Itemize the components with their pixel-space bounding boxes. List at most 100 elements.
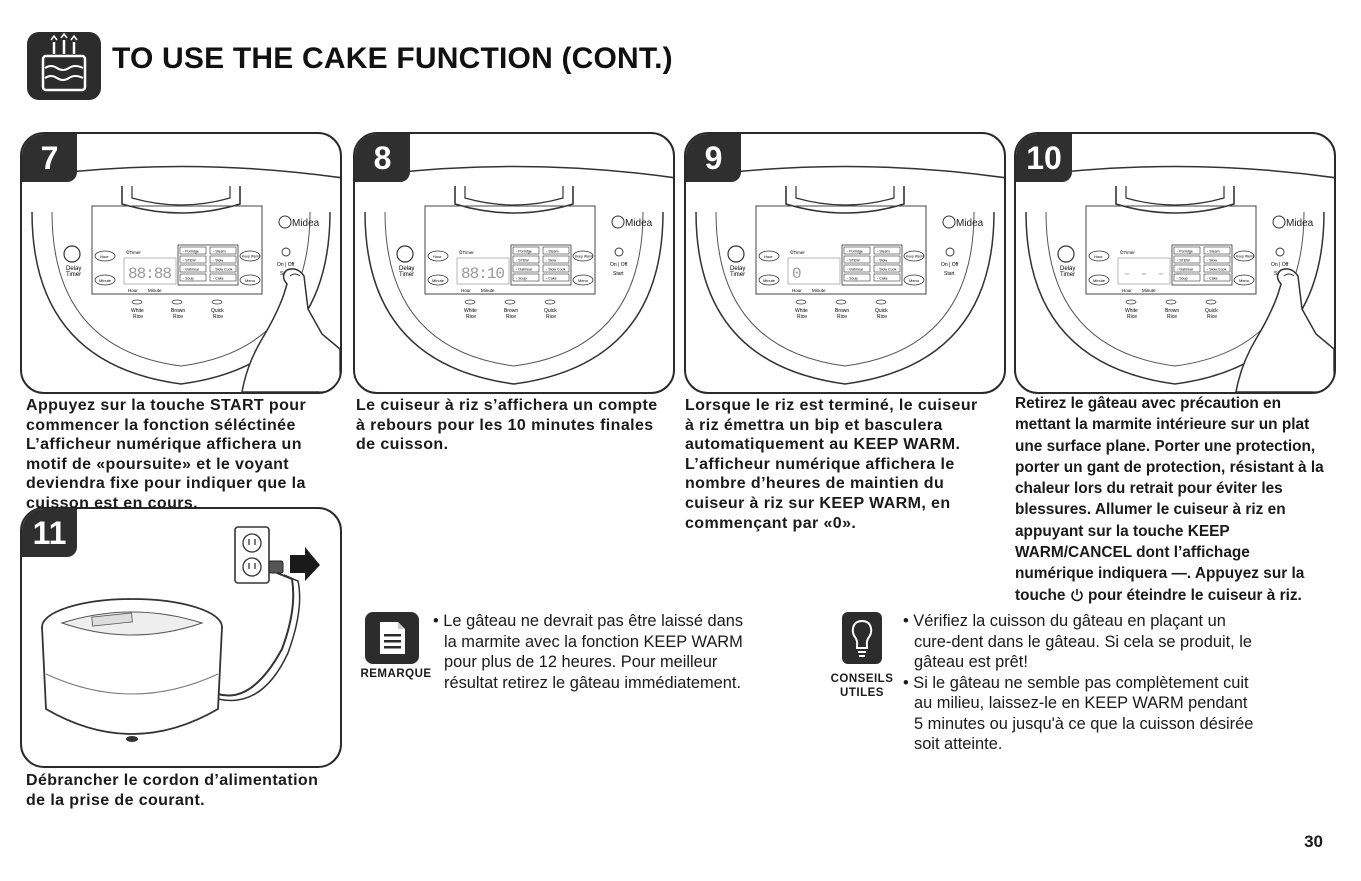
- hour-button-label: Hour: [1094, 254, 1103, 259]
- display-window: [123, 257, 177, 285]
- rice-button-label: White: [131, 308, 144, 314]
- timer-label: Timer: [730, 272, 745, 278]
- rice-button-label: Rice: [1207, 314, 1217, 320]
- description-line: une surface plane. Porter une protection…: [1015, 437, 1316, 455]
- power-icon: [281, 247, 291, 257]
- rice-button-label: Rice: [837, 314, 847, 320]
- rice-button: [1125, 299, 1137, 305]
- display-hour: Hour: [1122, 288, 1132, 293]
- menu-option: [512, 255, 540, 264]
- delay-label: Delay: [1060, 266, 1075, 272]
- menu-option-label: ◦ Porridge: [1177, 250, 1193, 254]
- fingernail: [289, 273, 301, 277]
- description-line: commencer la fonction séléctinée: [26, 416, 296, 434]
- menu-option-label: ◦ Slow: [1207, 259, 1217, 263]
- step-11-panel: 11: [20, 507, 342, 768]
- menu-option-label: ◦ Oatmeal: [183, 268, 199, 272]
- menu-option: [1173, 255, 1201, 264]
- hour-button-label: Hour: [764, 254, 773, 259]
- menu-option-label: ◦ Soup: [847, 277, 858, 281]
- menu-option-label: ◦ Slow Cook: [1207, 268, 1227, 272]
- description-line: Appuyez sur la touche START pour: [26, 397, 307, 414]
- panel-inner-outline: [715, 211, 975, 367]
- rice-button-label: Brown: [171, 308, 185, 314]
- menu-option: [843, 264, 871, 273]
- display-timer-label: ⏲Timer: [790, 250, 805, 255]
- panel-outline: [31, 211, 331, 385]
- display-timer-label: ⏲Timer: [1120, 250, 1135, 255]
- timer-label: Timer: [66, 272, 81, 278]
- display-digits: 0: [792, 265, 801, 283]
- menu-option: [873, 246, 901, 255]
- menu-option: [1173, 264, 1201, 273]
- menu-option-label: ◦ STEW: [1177, 259, 1190, 263]
- display-window: [456, 257, 510, 285]
- menu-button: [572, 274, 594, 286]
- menu-option: [542, 273, 570, 282]
- rice-button-label: Quick: [1205, 308, 1218, 314]
- description-line: Le cuiseur à riz s’affichera un compte: [356, 397, 658, 414]
- display-minute: Minute: [1142, 288, 1156, 293]
- panel-outline: [1025, 211, 1325, 385]
- rice-button-label: Rice: [1167, 314, 1177, 320]
- rice-button-label: Rice: [546, 314, 556, 320]
- control-panel-illustration: MideaDelayTimerHourMinute⏲Timer88:88Hour…: [22, 165, 340, 392]
- clock-icon: [727, 245, 745, 263]
- menu-option-label: ◦ Soup: [1177, 277, 1188, 281]
- power-icon: [945, 247, 955, 257]
- menu-option-label: ◦ Cake: [1207, 277, 1218, 281]
- rice-button-label: White: [1125, 308, 1138, 314]
- description-line: L’afficheur numérique affichera un: [26, 436, 302, 454]
- description-line: mettant la marmite intérieure sur un pla…: [1015, 416, 1310, 434]
- menu-grid: [510, 244, 572, 286]
- menu-option-label: ◦ Slow: [877, 259, 887, 263]
- note-icon: [365, 612, 419, 664]
- keep-warm-label: Keep Warm: [575, 255, 593, 259]
- step-7-description: Appuyez sur la touche START pour commence…: [26, 396, 346, 514]
- step-number: 8: [355, 134, 410, 182]
- conseils-label-line: CONSEILS: [830, 673, 894, 685]
- menu-button: [239, 274, 261, 286]
- display-hour: Hour: [128, 288, 138, 293]
- keep-warm-button: [239, 250, 261, 262]
- hour-button-label: Hour: [433, 254, 442, 259]
- remarque-line: la marmite avec la fonction KEEP WARM: [444, 632, 743, 651]
- menu-button-label: Menu: [909, 278, 919, 283]
- brand-name: Midea: [1286, 218, 1314, 229]
- keep-warm-label: Keep Warm: [1236, 255, 1254, 259]
- menu-option: [1203, 273, 1231, 282]
- conseils-label: CONSEILS UTILES: [820, 672, 904, 700]
- menu-button-label: Menu: [1239, 278, 1249, 283]
- timer-label: Timer: [1060, 272, 1075, 278]
- menu-option-label: ◦ Slow Cook: [546, 268, 566, 272]
- rice-button-label: Quick: [875, 308, 888, 314]
- display-minute: Minute: [812, 288, 826, 293]
- rice-button: [544, 299, 556, 305]
- menu-option: [843, 246, 871, 255]
- lightbulb-icon: [842, 612, 882, 664]
- menu-option-label: ◦ Slow: [546, 259, 556, 263]
- on-off-label: On | Off: [277, 262, 295, 268]
- description-text: pour éteindre le cuiseur à riz.: [1083, 586, 1302, 604]
- power-icon: [614, 247, 624, 257]
- hour-button: [758, 250, 780, 262]
- menu-option-label: ◦ Porridge: [847, 250, 863, 254]
- menu-option: [512, 264, 540, 273]
- minute-button: [427, 274, 449, 286]
- keep-warm-button: [572, 250, 594, 262]
- rice-button-label: Brown: [1165, 308, 1179, 314]
- description-line: Lorsque le riz est terminé, le cuiseur: [685, 397, 978, 414]
- clock-icon: [1057, 245, 1075, 263]
- rice-button-label: Rice: [213, 314, 223, 320]
- menu-grid: [177, 244, 239, 286]
- rice-button-label: White: [795, 308, 808, 314]
- menu-option-label: ◦ Cake: [546, 277, 557, 281]
- rice-button-label: Rice: [133, 314, 143, 320]
- menu-option: [512, 273, 540, 282]
- menu-option: [1203, 246, 1231, 255]
- conseils-line: • Vérifiez la cuisson du gâteau en plaça…: [903, 612, 1226, 630]
